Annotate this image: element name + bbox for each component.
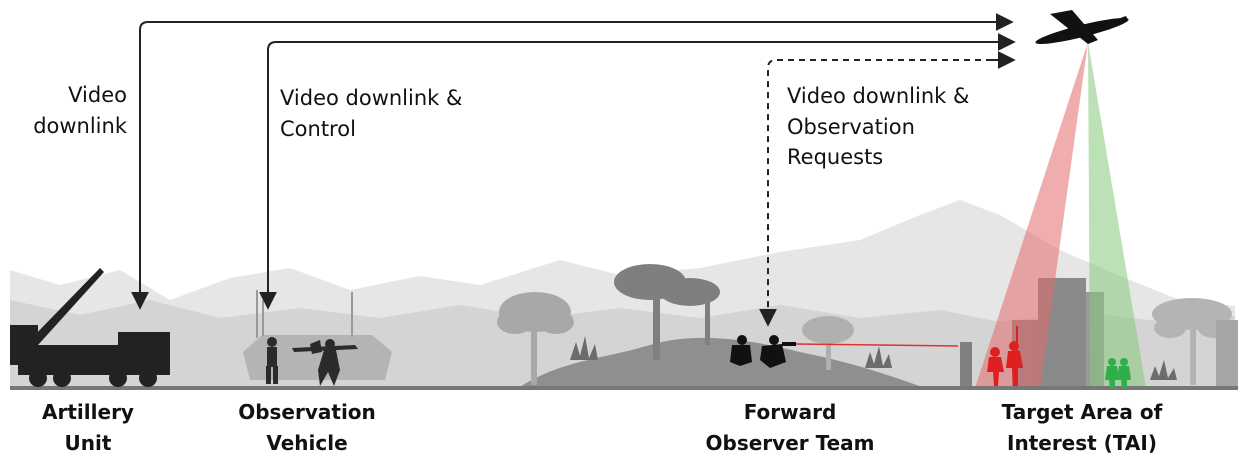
arrowheads-uav: [990, 13, 1016, 69]
label-vehicle-unit-2: Vehicle: [266, 431, 347, 455]
label-tai-unit-2: Interest (TAI): [1007, 431, 1157, 455]
label-observer-unit-1: Forward: [744, 400, 837, 424]
label-tai-unit-1: Target Area of: [1002, 400, 1163, 424]
vehicle-silhouette: [243, 290, 392, 386]
link-artillery-arrow: [131, 21, 1012, 310]
observer-hill: [497, 264, 1232, 390]
sensor-cones: [975, 42, 1146, 388]
artillery-silhouette: [10, 268, 170, 387]
hostile-targets: [987, 326, 1023, 386]
label-artillery-unit-2: Unit: [65, 431, 112, 455]
label-observer-unit-2: Observer Team: [706, 431, 875, 455]
label-vehicle-unit-1: Observation: [238, 400, 376, 424]
label-vehicle-link-2: Control: [280, 117, 356, 141]
friendly-units: [1105, 358, 1131, 388]
link-observer-arrow: [759, 59, 1014, 327]
link-vehicle-arrow: [259, 33, 1016, 310]
label-artillery-unit-1: Artillery: [42, 400, 134, 424]
ground-line: [10, 386, 1238, 390]
label-observer-link-3: Requests: [787, 145, 883, 169]
uav-icon: [1035, 10, 1129, 44]
observer-silhouette: [730, 335, 796, 368]
label-vehicle-link-1: Video downlink &: [280, 86, 462, 110]
label-observer-link-1: Video downlink &: [787, 84, 969, 108]
label-artillery-link-1: Video: [68, 83, 127, 107]
label-artillery-link-2: downlink: [33, 114, 128, 138]
laser-beam: [795, 343, 959, 347]
label-observer-link-2: Observation: [787, 115, 915, 139]
